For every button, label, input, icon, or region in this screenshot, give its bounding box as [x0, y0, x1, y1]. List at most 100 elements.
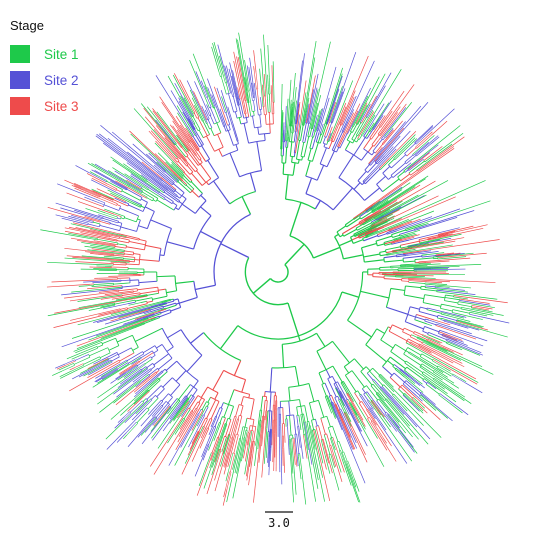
- tree-branch: [298, 102, 301, 112]
- tree-branch: [354, 392, 361, 403]
- tree-branch: [403, 353, 422, 366]
- tree-branch: [246, 432, 249, 442]
- tree-branch: [412, 262, 432, 265]
- tree-branch: [363, 176, 370, 183]
- tree-branch: [160, 309, 171, 314]
- tree-branch: [419, 239, 428, 242]
- tree-branch: [426, 260, 450, 263]
- tree-branch: [125, 364, 138, 373]
- tree-branch: [103, 244, 116, 247]
- tree-branch: [136, 188, 143, 193]
- tree-clade-arc: [423, 160, 426, 163]
- tree-branch: [129, 130, 171, 170]
- tree-branch: [300, 92, 307, 126]
- tree-clade-arc: [203, 332, 241, 361]
- tree-branch: [384, 206, 402, 216]
- tree-branch: [93, 359, 102, 365]
- tree-branch: [150, 366, 156, 370]
- tree-branch: [149, 421, 180, 467]
- tree-branch: [338, 399, 345, 413]
- tree-branch: [146, 180, 165, 194]
- tree-branch: [443, 320, 455, 325]
- tree-branch: [187, 151, 199, 166]
- tree-clade-arc: [438, 393, 441, 396]
- tree-clade-arc: [339, 123, 343, 126]
- tree-branch: [383, 437, 387, 444]
- tree-branch: [264, 413, 266, 421]
- tree-branch: [154, 142, 177, 166]
- tree-branch: [408, 280, 428, 283]
- tree-branch: [395, 367, 408, 378]
- tree-branch: [223, 75, 226, 84]
- tree-branch: [314, 117, 319, 132]
- tree-branch: [219, 108, 223, 116]
- tree-branch: [427, 307, 443, 313]
- tree-branch: [191, 190, 200, 198]
- tree-branch: [200, 80, 204, 85]
- tree-branch: [440, 307, 453, 312]
- tree-branch: [152, 199, 157, 202]
- tree-branch: [248, 425, 251, 433]
- tree-clade-arc: [416, 169, 418, 172]
- tree-branch: [172, 176, 179, 182]
- tree-branch: [335, 454, 342, 473]
- tree-branch: [234, 132, 238, 142]
- tree-branch: [373, 230, 379, 233]
- tree-branch: [131, 369, 143, 378]
- tree-clade-arc: [345, 370, 353, 376]
- tree-clade-arc: [427, 332, 429, 335]
- tree-branch: [380, 102, 390, 116]
- tree-branch: [362, 73, 386, 117]
- tree-branch: [348, 409, 368, 447]
- tree-branch: [400, 173, 411, 182]
- tree-branch: [96, 188, 122, 201]
- tree-branch: [269, 124, 271, 134]
- tree-branch: [446, 336, 458, 341]
- tree-branch: [332, 401, 336, 409]
- tree-branch: [161, 393, 169, 402]
- tree-branch: [222, 447, 226, 455]
- tree-branch: [118, 305, 161, 318]
- tree-clade-arc: [402, 327, 405, 332]
- tree-branch: [229, 62, 238, 96]
- tree-branch: [398, 388, 405, 395]
- tree-branch: [96, 305, 159, 324]
- tree-branch: [74, 209, 94, 217]
- tree-branch: [270, 448, 272, 462]
- tree-branch: [170, 164, 184, 178]
- tree-branch: [204, 444, 210, 456]
- tree-branch: [130, 170, 147, 182]
- tree-branch: [225, 434, 231, 448]
- tree-clade-arc: [202, 120, 204, 122]
- tree-branch: [213, 41, 224, 76]
- tree-clade-arc: [176, 195, 178, 197]
- tree-branch: [425, 343, 462, 361]
- tree-branch: [158, 302, 167, 306]
- tree-branch: [196, 421, 200, 427]
- tree-branch: [193, 380, 199, 388]
- tree-branch: [416, 314, 435, 321]
- tree-branch: [374, 157, 378, 162]
- tree-branch: [447, 252, 487, 258]
- tree-branch: [227, 84, 231, 94]
- tree-clade-arc: [214, 425, 216, 428]
- tree-branch: [288, 126, 292, 142]
- tree-branch: [230, 453, 236, 472]
- tree-branch: [305, 103, 310, 119]
- tree-branch: [384, 146, 394, 157]
- tree-branch: [309, 104, 314, 124]
- tree-branch: [71, 214, 78, 218]
- tree-branch: [308, 430, 319, 481]
- tree-clade-arc: [436, 365, 439, 368]
- tree-branch: [352, 118, 357, 127]
- tree-branch: [377, 229, 389, 236]
- tree-branch: [188, 428, 199, 448]
- tree-branch: [127, 404, 136, 412]
- tree-clade-arc: [381, 138, 384, 141]
- tree-branch: [170, 173, 179, 181]
- tree-branch: [319, 108, 322, 116]
- tree-clade-arc: [171, 201, 174, 204]
- tree-branch: [373, 150, 383, 161]
- tree-branch: [293, 437, 296, 445]
- tree-branch: [123, 187, 128, 190]
